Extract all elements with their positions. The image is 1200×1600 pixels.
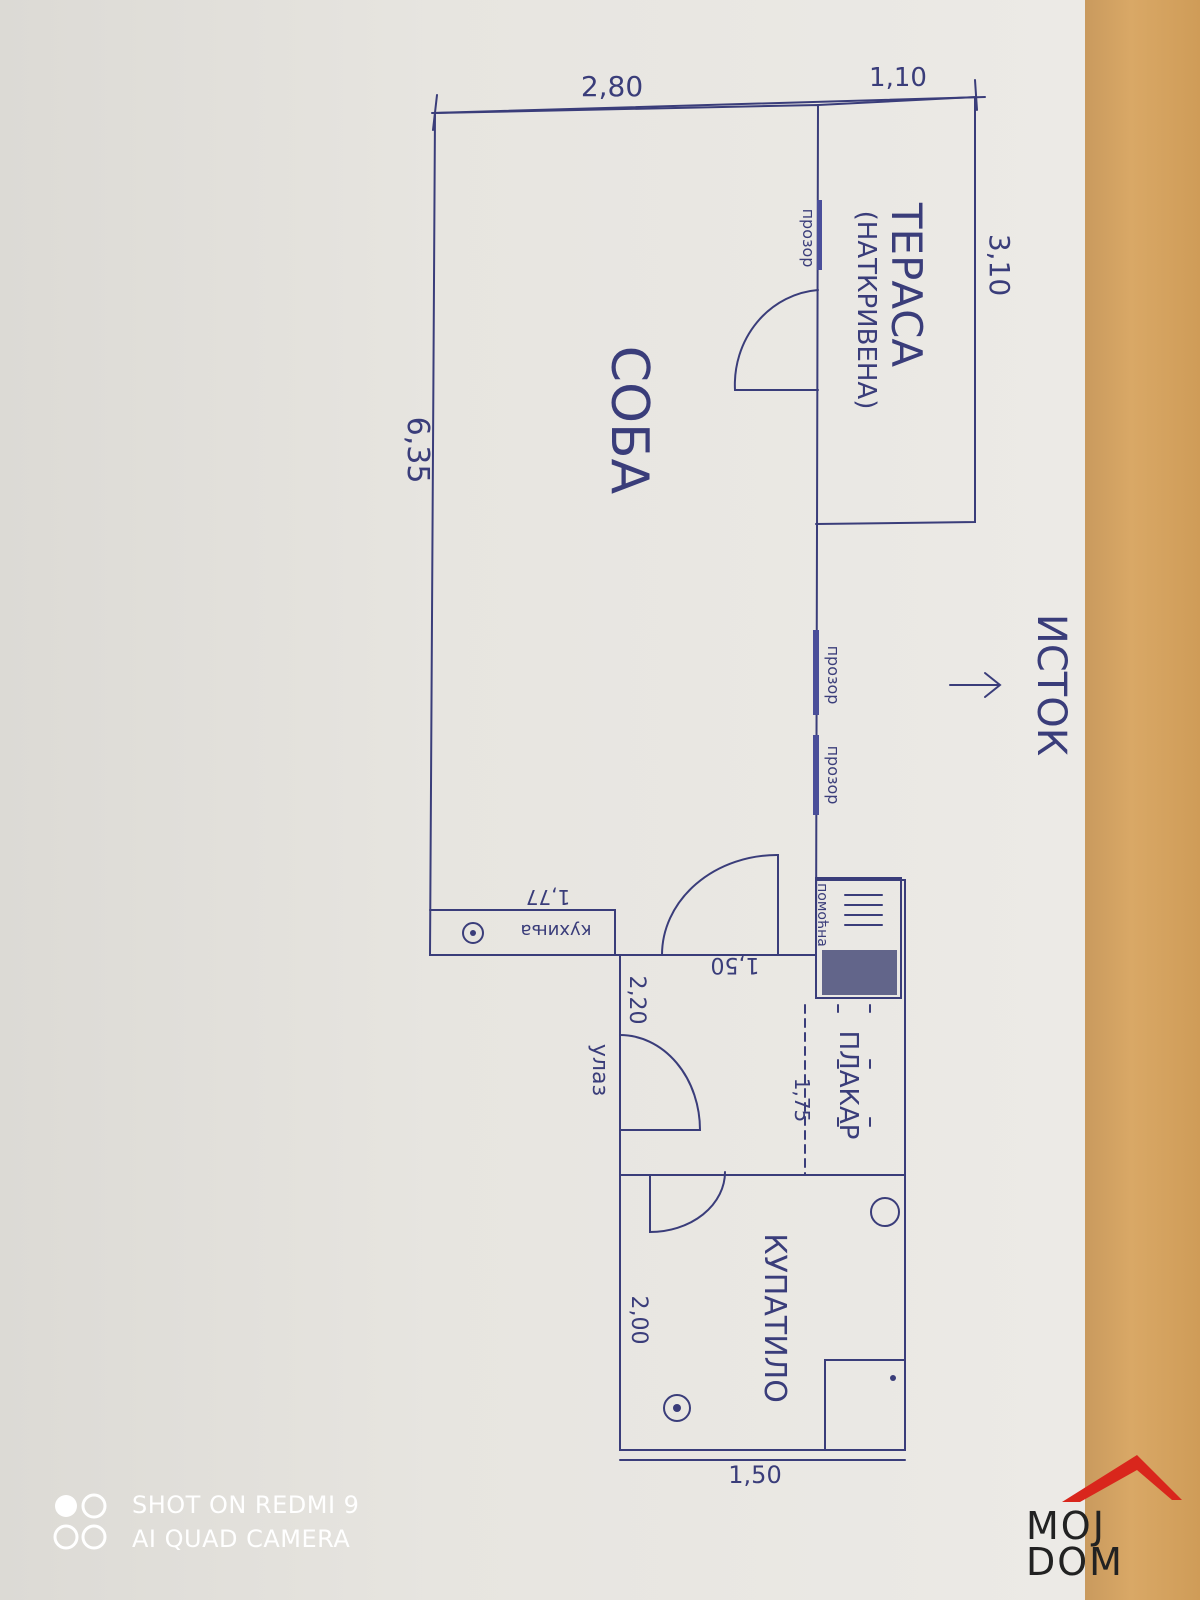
camera-logo-icon	[53, 1493, 107, 1550]
dim-room-length: 6,35	[400, 417, 435, 484]
shower-outline	[824, 1359, 906, 1451]
top-dimension-tick-left	[432, 94, 438, 131]
window-mark-terrace	[817, 200, 822, 270]
label-room: СОБА	[599, 346, 659, 495]
label-bathroom: КУПАТИЛО	[757, 1233, 792, 1403]
kitchen-stove-icon	[462, 922, 484, 944]
room-door	[660, 853, 779, 956]
sink-icon	[870, 1197, 900, 1227]
logo-line-2: DOM	[1026, 1540, 1124, 1584]
room-outline	[428, 103, 820, 956]
window-mark-east-2	[813, 735, 819, 815]
label-kitchen: кухиња	[520, 920, 591, 941]
wooden-table-edge	[1085, 0, 1200, 1600]
dim-wardrobe-length: 1,75	[790, 1078, 814, 1123]
moj-dom-logo: MOJ DOM	[1022, 1450, 1192, 1590]
label-entrance: улаз	[587, 1044, 612, 1096]
dim-terrace-width: 1,10	[869, 63, 927, 93]
label-wardrobe: ПЛАКАР	[833, 1031, 863, 1140]
dim-kitchen-size: 1,77	[526, 885, 571, 909]
toilet-icon	[663, 1394, 691, 1422]
kitchen-outline	[429, 909, 616, 956]
kitchen-stove-dot	[470, 930, 476, 936]
storage-outline	[815, 877, 902, 999]
floor-plan-drawing: 2,80 1,10 3,10 6,35 1,77 1,50 2,20 1,75 …	[400, 63, 1074, 1489]
label-window-1: прозор	[799, 209, 818, 268]
watermark-line-2: AI QUAD CAMERA	[132, 1525, 351, 1553]
terrace-outline	[815, 95, 976, 525]
dim-hall-length: 2,20	[624, 976, 649, 1025]
storage-hatched-area	[822, 950, 897, 995]
watermark-line-1: SHOT ON REDMI 9	[132, 1491, 360, 1519]
shower-drain	[890, 1375, 896, 1381]
top-dimension-tick-right	[974, 79, 978, 111]
label-window-2: прозор	[824, 646, 843, 705]
label-window-3: прозор	[824, 746, 843, 805]
dim-hall-width: 1,50	[711, 952, 760, 977]
dim-bath-width: 1,50	[728, 1461, 781, 1489]
dim-room-width: 2,80	[581, 70, 643, 103]
east-arrow-icon	[949, 672, 1002, 698]
window-mark-east-1	[813, 630, 819, 715]
label-terrace-note: (НАТКРИВЕНА)	[851, 211, 881, 410]
top-dimension-line	[431, 96, 986, 114]
toilet-dot	[673, 1404, 681, 1412]
terrace-door	[733, 289, 819, 391]
label-east: ИСТОК	[1028, 614, 1074, 756]
entrance-door	[619, 1034, 702, 1131]
wardrobe-ticks	[837, 1004, 871, 1127]
label-storage: помоћна	[814, 883, 830, 947]
dim-bath-length: 2,00	[626, 1296, 651, 1345]
hall-outline	[619, 879, 906, 1451]
label-terrace: ТЕРАСА	[882, 202, 931, 368]
bathroom-door	[649, 1171, 726, 1234]
storage-shelves	[844, 894, 883, 926]
roof-icon	[1062, 1455, 1182, 1502]
dim-terrace-length: 3,10	[983, 234, 1016, 296]
logo-line-1: MOJ	[1026, 1504, 1106, 1548]
